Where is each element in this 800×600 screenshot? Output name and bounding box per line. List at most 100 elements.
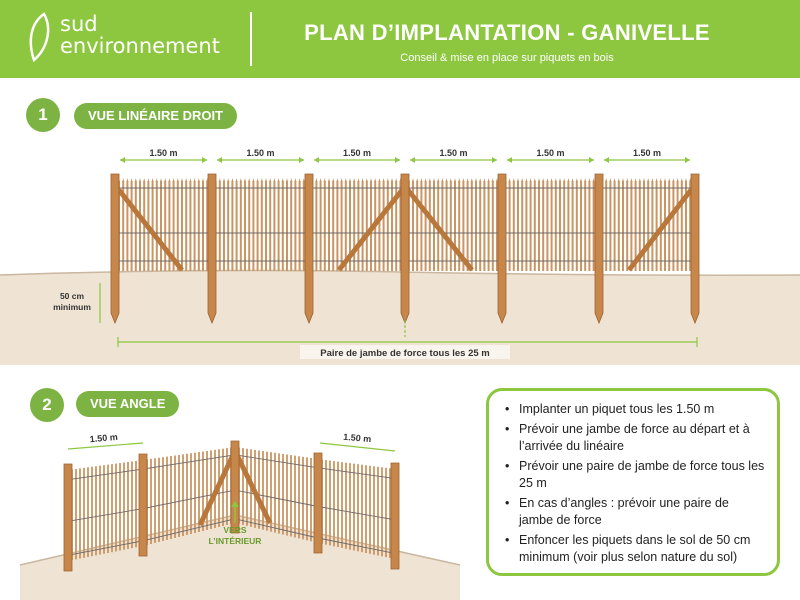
fence-post — [110, 173, 120, 325]
fence-slat-tip — [235, 178, 238, 182]
fence-slat-tip — [462, 178, 465, 182]
fence-slat-tip — [470, 178, 473, 182]
fence-slat-tip — [412, 178, 414, 182]
fence-wire — [234, 454, 319, 469]
fence-slat-tip — [160, 178, 162, 182]
inside-label-line-2: L’INTÉRIEUR — [209, 536, 262, 546]
spacing-label: 1.50 m — [633, 148, 661, 158]
arrow-left-icon — [120, 157, 125, 163]
fence-slat-tip — [185, 178, 188, 182]
angle-fence-posts — [63, 440, 400, 572]
brace-interval-label: Paire de jambe de force tous les 25 m — [320, 348, 490, 359]
spacing-label: 1.50 m — [439, 148, 467, 158]
fence-slat-tip — [370, 178, 372, 182]
arrow-left-icon — [604, 157, 609, 163]
fence-slat-tip — [626, 178, 629, 182]
fence-slat-tip — [286, 178, 288, 182]
arrow-right-icon — [202, 157, 207, 163]
fence-slat-tip — [269, 178, 272, 182]
fence-slat-tip — [647, 178, 650, 182]
spacing-right-label: 1.50 m — [343, 432, 372, 444]
fence-slat-tip — [672, 178, 675, 182]
brace-struts — [117, 188, 693, 272]
fence-slat-tip — [433, 178, 435, 182]
fence-slat-tip — [449, 178, 452, 182]
fence-slat-tip — [336, 178, 339, 182]
page-title: PLAN D’IMPLANTATION - GANIVELLE — [304, 20, 710, 45]
fence-slat-tip — [617, 178, 620, 182]
fence-slat-tip — [554, 178, 557, 182]
header-divider — [250, 12, 252, 66]
fence-slat-tip — [193, 178, 196, 182]
fence-slat-tip — [538, 178, 540, 182]
fence-slat-tip — [365, 178, 368, 182]
fence-slat-tip — [454, 178, 456, 182]
brace-strut — [627, 188, 693, 272]
fence-slat-tip — [496, 178, 498, 182]
fence-slat-tip — [353, 178, 356, 182]
fence-slat-tip — [349, 178, 351, 182]
fence-slat-tip — [533, 178, 536, 182]
fence-post — [230, 440, 240, 534]
fence-slat-tip — [302, 178, 305, 182]
page-subtitle: Conseil & mise en place sur piquets en b… — [400, 52, 614, 64]
fence-slat-tip — [248, 178, 251, 182]
fence-slat-tip — [525, 178, 528, 182]
brace-strut — [337, 188, 404, 272]
spacing-left-label: 1.50 m — [89, 432, 118, 444]
fence-slat-tip — [420, 178, 423, 182]
fence-slat-tip — [323, 178, 326, 182]
brace-strut — [406, 188, 474, 272]
fence-slat-tip — [680, 178, 683, 182]
fence-post — [207, 173, 217, 325]
fence-slat-tip — [664, 178, 666, 182]
fence-slat-tip — [290, 178, 293, 182]
fence-slat-tip — [197, 178, 200, 182]
fence-post — [138, 453, 148, 557]
fence-slat-tip — [630, 178, 633, 182]
fence-slat-tip — [344, 178, 347, 182]
fence-slat-tip — [563, 178, 566, 182]
fence-slat-tip — [181, 178, 183, 182]
spacing-label: 1.50 m — [149, 148, 177, 158]
fence-slat-tip — [218, 178, 221, 182]
spacing-label: 1.50 m — [246, 148, 274, 158]
note-item: Prévoir une jambe de force au départ et … — [503, 421, 765, 456]
fence-wire — [67, 508, 144, 522]
fence-slat-tip — [273, 178, 276, 182]
fence-slat-tip — [491, 178, 494, 182]
inside-label-line-1: VERS — [223, 525, 246, 535]
step-2-label: VUE ANGLE — [76, 391, 180, 417]
fence-slat-tip — [395, 178, 398, 182]
fence-slat-tip — [437, 178, 440, 182]
fence-wire — [142, 489, 236, 510]
spacing-right-line — [319, 442, 396, 452]
fence-slat-tip — [252, 178, 255, 182]
fence-slat-tip — [260, 178, 263, 182]
fence-slat-tip — [134, 178, 137, 182]
fence-slat-tip — [668, 178, 671, 182]
fence-post — [690, 173, 700, 325]
fence-wire — [234, 518, 319, 539]
fence-slat-tip — [227, 178, 230, 182]
fence-slat-tip — [550, 178, 553, 182]
fence-slat-tip — [391, 178, 393, 182]
fence-slat-tip — [277, 178, 280, 182]
depth-label-line-2: minimum — [53, 302, 91, 312]
fence-slat-tip — [164, 178, 167, 182]
fence-slat-tip — [508, 178, 511, 182]
fence-slat-tip — [361, 178, 364, 182]
spacing-label: 1.50 m — [343, 148, 371, 158]
fence-post — [313, 452, 323, 554]
fence-slat-tip — [281, 178, 284, 182]
fence-slat-tip — [168, 178, 171, 182]
step-1-badge: 1 — [26, 98, 60, 132]
fence-slat-tip — [294, 178, 297, 182]
fence-slat-tip — [315, 178, 318, 182]
fence-slat-tip — [605, 178, 608, 182]
fence-wire — [234, 489, 319, 507]
arrow-left-icon — [507, 157, 512, 163]
fence-wire — [67, 468, 144, 481]
fence-slat-tip — [613, 178, 616, 182]
